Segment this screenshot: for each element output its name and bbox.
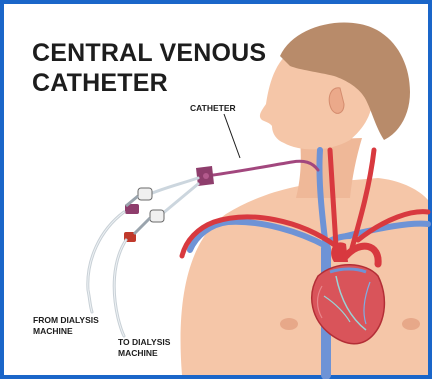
title-line-1: CENTRAL VENOUS — [32, 39, 266, 67]
extension-tubes — [150, 178, 198, 214]
from-dialysis-line-1: FROM DIALYSIS — [33, 315, 99, 325]
connector-upper — [125, 188, 152, 214]
from-dialysis-line-2: MACHINE — [33, 326, 73, 336]
to-dialysis-line-2: MACHINE — [118, 348, 158, 358]
catheter-label-leader — [224, 114, 240, 158]
from-dialysis-label: FROM DIALYSIS MACHINE — [33, 315, 99, 337]
page-title: CENTRAL VENOUS CATHETER — [32, 38, 266, 98]
torso — [181, 178, 428, 375]
left-nipple — [280, 318, 298, 330]
to-dialysis-label: TO DIALYSIS MACHINE — [118, 337, 170, 359]
to-dialysis-line-1: TO DIALYSIS — [118, 337, 170, 347]
connector-lower — [124, 210, 164, 242]
right-nipple — [402, 318, 420, 330]
title-line-2: CATHETER — [32, 69, 168, 97]
catheter-label: CATHETER — [190, 103, 236, 114]
